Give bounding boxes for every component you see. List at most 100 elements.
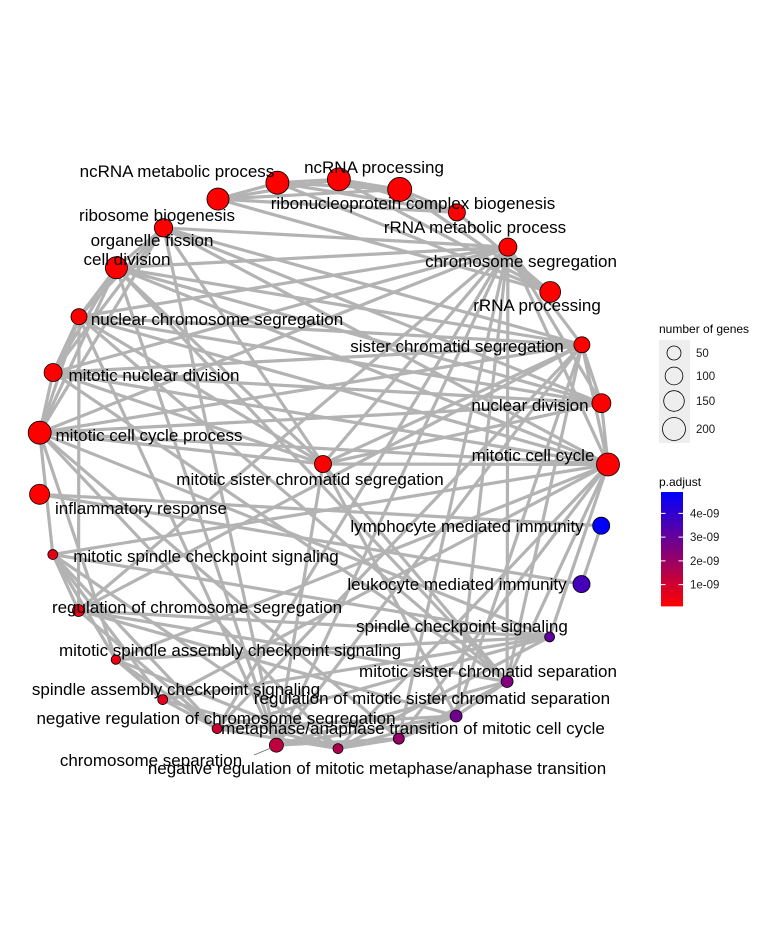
go-term-node [211, 723, 223, 734]
go-term-node [157, 694, 169, 705]
go-term-label: mitotic spindle assembly checkpoint sign… [59, 641, 401, 660]
go-term-label: chromosome segregation [425, 252, 617, 271]
network-edge [274, 737, 401, 747]
network-edge [161, 226, 610, 467]
size-legend-label: 100 [696, 371, 715, 383]
network-edge [274, 679, 509, 747]
colorbar-segment [661, 576, 683, 579]
network-edge [77, 315, 604, 405]
colorbar-segment [661, 514, 683, 517]
network-edge [76, 608, 219, 731]
network-edge [321, 343, 584, 466]
go-term-node [500, 675, 514, 688]
go-term-node [591, 393, 612, 414]
colorbar-segment [661, 568, 683, 571]
go-term-label: spindle checkpoint signaling [356, 617, 568, 636]
go-term-node [47, 549, 59, 560]
network-edge [51, 370, 325, 466]
size-legend-label: 150 [696, 396, 715, 408]
network-edge [51, 552, 165, 702]
colorbar-segment [661, 596, 683, 599]
colorbar-segment [661, 574, 683, 577]
go-term-label: chromosome separation [60, 751, 242, 770]
colorbar-segment [661, 542, 683, 545]
network-edge [51, 370, 610, 467]
network-edge [51, 552, 219, 731]
go-term-label: mitotic sister chromatid separation [359, 662, 617, 681]
colorbar-segment [661, 582, 683, 585]
go-term-node [387, 177, 413, 202]
network-edge [161, 635, 552, 702]
colorbar-segment [661, 588, 683, 591]
network-edge [454, 343, 584, 718]
go-term-node [539, 281, 562, 303]
go-term-node [314, 455, 332, 473]
size-legend-title: number of genes [659, 322, 749, 336]
network-edge [38, 431, 401, 741]
network-edge [114, 266, 604, 405]
network-edge [51, 552, 81, 613]
colorbar-segment [661, 524, 683, 527]
go-term-node [544, 631, 555, 643]
network-edge [114, 266, 278, 747]
colorbar-segment [661, 556, 683, 559]
colorbar-segment [661, 526, 683, 529]
colorbar-segment [661, 604, 683, 607]
colorbar-segment [661, 504, 683, 507]
network-edge [161, 226, 278, 747]
go-term-node [153, 218, 174, 238]
colorbar-segment [661, 500, 683, 503]
node-layer [27, 167, 620, 754]
go-term-node [29, 483, 51, 505]
network-edge [51, 245, 510, 375]
go-term-label: lymphocyte mediated immunity [350, 517, 584, 536]
go-term-label: mitotic nuclear division [68, 366, 239, 385]
network-edge [274, 245, 510, 747]
network-edge [397, 462, 610, 741]
network-edge [114, 266, 509, 684]
network-edge [38, 431, 340, 751]
size-legend-key [664, 366, 684, 386]
network-edge [505, 462, 610, 684]
network-edge [579, 524, 603, 586]
go-term-node [70, 308, 88, 326]
network-edge [336, 714, 458, 751]
network-edge [38, 431, 325, 466]
network-edge [76, 343, 584, 613]
colorbar-tick-label: 1e-09 [690, 580, 719, 592]
colorbar-segment [661, 506, 683, 509]
colorbar-segment [661, 564, 683, 567]
size-legend: number of genes 50 100 150 200 [659, 322, 749, 443]
colorbar-segment [661, 560, 683, 563]
colorbar-segment [661, 570, 683, 573]
colorbar-segment [661, 522, 683, 525]
colorbar-segment [661, 498, 683, 501]
colorbar-segment [661, 518, 683, 521]
go-term-label: leukocyte mediated immunity [347, 575, 567, 594]
go-term-node [573, 336, 591, 354]
colorbar-ticks [661, 512, 683, 586]
go-term-node [327, 167, 351, 192]
go-term-label: negative regulation of chromosome segreg… [36, 709, 395, 728]
network-edge [215, 635, 552, 731]
colorbar-segment [661, 516, 683, 519]
go-term-label: ribosome biogenesis [79, 206, 235, 225]
colorbar-segment [661, 562, 683, 565]
go-term-label: mitotic cell cycle process [55, 426, 242, 445]
colorbar-segment [661, 502, 683, 505]
network-edge [76, 315, 81, 613]
network-edge [321, 401, 604, 466]
colorbar-segment [661, 554, 683, 557]
network-edge [76, 608, 552, 639]
colorbar-segment [661, 496, 683, 499]
colorbar-segment [661, 558, 683, 561]
network-edge [321, 245, 510, 466]
network-edge [505, 245, 510, 684]
go-term-label: sister chromatid segregation [350, 337, 564, 356]
go-term-node [392, 732, 405, 745]
colorbar-segment [661, 594, 683, 597]
go-term-label: mitotic spindle checkpoint signaling [73, 547, 339, 566]
colorbar-segment [661, 584, 683, 587]
